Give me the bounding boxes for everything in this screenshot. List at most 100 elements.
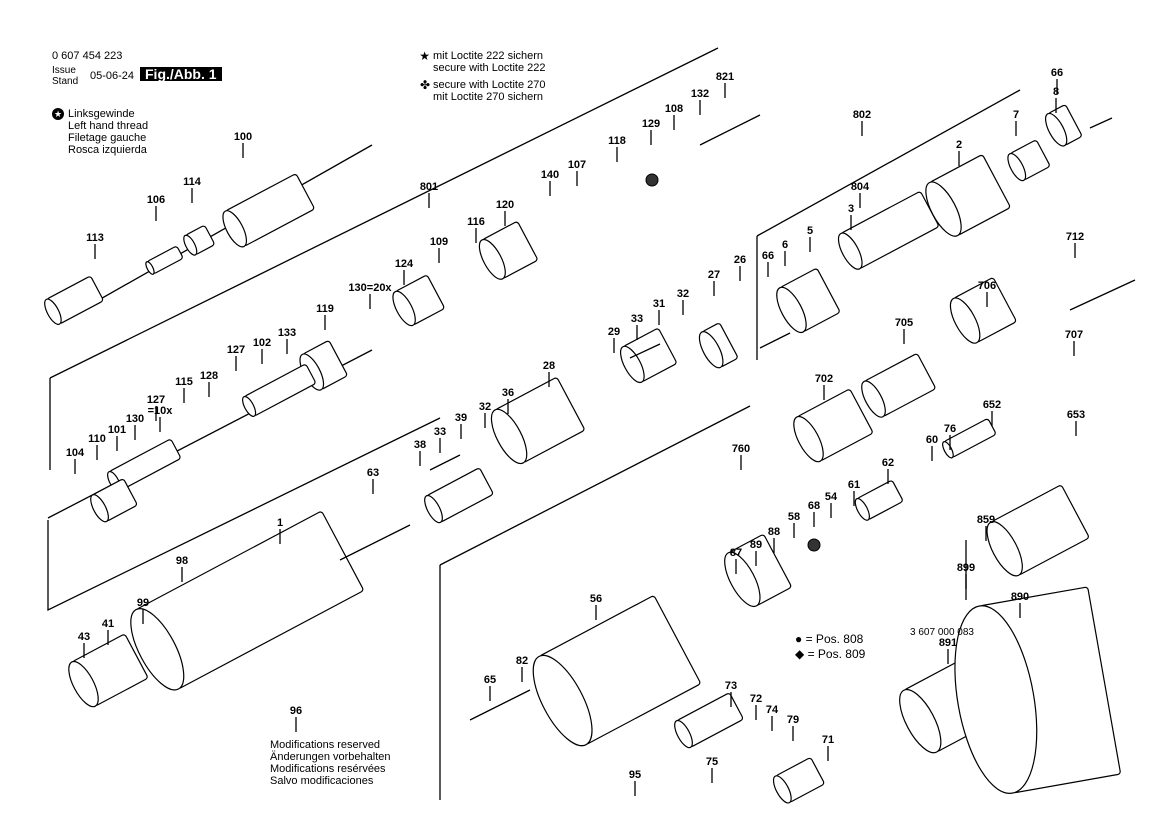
part-shape (949, 277, 1017, 344)
part-shape (1007, 140, 1050, 182)
part-shape (532, 595, 701, 747)
legend-line: Filetage gauche (68, 132, 147, 144)
part-label: 104 (66, 447, 85, 459)
assembly-brackets (47, 47, 1113, 800)
part-label: 109 (430, 236, 448, 248)
part-label: 36 (502, 387, 514, 399)
part-label: 653 (1067, 409, 1085, 421)
pin-shape (429, 454, 461, 471)
part-label: 33 (631, 313, 643, 325)
part-label: 87 (730, 547, 742, 559)
part-label: 702 (815, 373, 833, 385)
part-shapes (44, 104, 1136, 804)
part-label: 132 (691, 88, 709, 100)
part-label: 140 (541, 169, 559, 181)
pin-shape (469, 689, 531, 721)
bracket-line (49, 47, 719, 379)
legend-line: secure with Loctite 270 (433, 79, 546, 91)
part-shape (130, 511, 364, 691)
part-label: 2 (956, 139, 962, 151)
part-label: 101 (108, 424, 126, 436)
part-label: 43 (78, 631, 90, 643)
part-shape (854, 480, 903, 521)
part-label: 1 (277, 517, 283, 529)
part-label: 82 (516, 655, 528, 667)
part-label: 76 (944, 423, 956, 435)
issue-stand-label: Issue Stand (52, 65, 78, 87)
part-shape (954, 586, 1121, 794)
part-shape (724, 534, 792, 608)
bracket-line (756, 89, 1021, 237)
ball-shape (807, 538, 821, 552)
legend-line: Rosca izquierda (68, 144, 147, 156)
issue-label: Issue (52, 65, 76, 76)
part-shape (925, 154, 1011, 237)
part-shape (986, 485, 1089, 577)
part-label: 88 (768, 526, 780, 538)
part-label: 652 (983, 399, 1001, 411)
part-label: 6 (782, 239, 788, 251)
part-shape (44, 276, 104, 325)
part-label: 118 (608, 135, 626, 147)
part-shape (793, 389, 873, 463)
issue-date: 05-06-24 (90, 70, 135, 82)
part-label: 54 (825, 491, 838, 503)
pin-shape (339, 524, 411, 561)
part-label: 3 (848, 203, 854, 215)
part-label: 712 (1066, 231, 1084, 243)
part-shape (776, 268, 840, 334)
part-label: 707 (1065, 329, 1083, 341)
part-number: 0 607 454 223 (52, 50, 123, 62)
part-shape (424, 468, 494, 524)
part-label: 75 (706, 756, 718, 768)
part-label: =10x (148, 405, 174, 417)
part-label: 28 (543, 360, 555, 372)
part-label: 859 (977, 514, 995, 526)
part-label: 60 (926, 434, 938, 446)
part-label: 8 (1053, 86, 1059, 98)
part-label: 56 (590, 593, 602, 605)
part-label: 71 (822, 734, 834, 746)
part-label: 891 (939, 637, 957, 649)
part-label: 41 (102, 618, 114, 630)
part-label: 108 (665, 103, 683, 115)
part-label: 119 (316, 303, 334, 315)
clover-icon: ✤ (419, 78, 430, 92)
part-shape (478, 221, 538, 280)
part-label: 31 (653, 298, 665, 310)
part-label: 705 (895, 317, 913, 329)
part-label: 32 (479, 401, 491, 413)
legend-line: secure with Loctite 222 (433, 62, 546, 74)
part-label: 133 (278, 327, 296, 339)
part-label: 29 (608, 326, 620, 338)
pin-shape (759, 332, 791, 349)
part-label: 27 (708, 269, 720, 281)
legend-line: Left hand thread (68, 120, 149, 132)
part-label: 890 (1011, 591, 1029, 603)
part-shape (1044, 104, 1082, 147)
part-shape (490, 377, 585, 465)
part-label: 39 (455, 412, 467, 424)
modifications-note: Modifications reserved Änderungen vorbeh… (270, 739, 390, 787)
part-label: 95 (629, 769, 641, 781)
part-label: 110 (88, 433, 106, 445)
part-shape (861, 353, 936, 418)
part-shape (222, 174, 315, 248)
part-label: 113 (86, 232, 104, 244)
position-legend: ● = Pos. 808 ◆ = Pos. 809 (795, 633, 865, 663)
part-label: 130 (126, 413, 144, 425)
bracket-line (59, 144, 373, 323)
legend-line: = Pos. 809 (807, 647, 866, 661)
part-label: 116 (467, 216, 485, 228)
part-label: 899 (957, 562, 975, 574)
legend-line: mit Loctite 270 sichern (433, 91, 544, 103)
part-label: 98 (176, 555, 188, 567)
part-label: 68 (808, 500, 820, 512)
legend-line: Linksgewinde (68, 108, 135, 120)
part-label: 804 (851, 181, 870, 193)
part-label: 74 (766, 704, 779, 716)
part-shape (698, 323, 738, 369)
stand-label: Stand (52, 76, 79, 87)
